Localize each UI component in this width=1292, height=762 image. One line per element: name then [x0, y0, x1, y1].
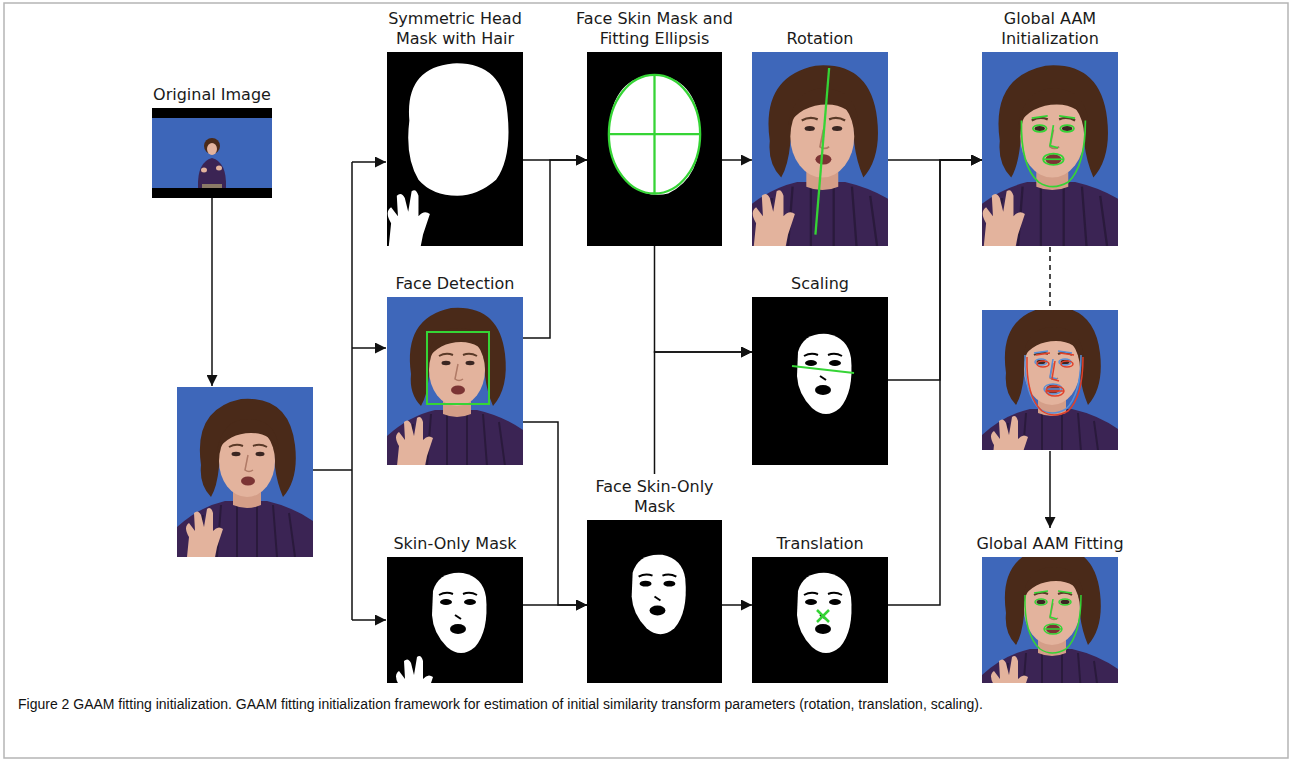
image-panel: Symmetric Head Mask with Hair	[387, 52, 523, 246]
panel-title: Translation	[740, 534, 900, 554]
head-mask	[377, 52, 532, 246]
image-panel: Scaling	[752, 297, 888, 465]
connector-arrow	[888, 159, 982, 161]
title-wrap: Face Detection	[375, 274, 535, 297]
connector-arrow	[523, 159, 587, 161]
title-wrap: Global AAM Initialization	[970, 9, 1130, 52]
cropped-photo	[177, 387, 313, 557]
connector-arrow	[655, 246, 753, 352]
connector-arrow	[888, 160, 982, 380]
connector-arrow	[523, 160, 587, 338]
title-wrap: Translation	[740, 534, 900, 557]
panel-title: Symmetric Head Mask with Hair	[375, 9, 535, 49]
translation-mask	[752, 535, 888, 705]
rotation-photo	[742, 52, 897, 246]
panel-title: Global AAM Initialization	[970, 9, 1130, 49]
image-panel: Translation	[752, 557, 888, 683]
connector-arrow	[523, 604, 587, 606]
panel-title: Rotation	[740, 29, 900, 49]
title-wrap: Global AAM Fitting	[970, 534, 1130, 557]
aam-iteration-photo	[982, 295, 1118, 465]
connector-arrow	[722, 159, 752, 161]
aam-init-photo	[972, 52, 1127, 246]
title-wrap: Face Skin-Only Mask	[575, 477, 735, 520]
panel-title: Skin-Only Mask	[375, 534, 535, 554]
layout-lines	[212, 162, 1050, 620]
panel-title: Face Skin Mask and Fitting Ellipsis	[575, 9, 735, 49]
title-wrap: Face Skin Mask and Fitting Ellipsis	[575, 9, 735, 52]
connector-arrow	[655, 352, 753, 474]
connector-arrow	[722, 604, 752, 606]
panel-title: Global AAM Fitting	[970, 534, 1130, 554]
title-wrap: Scaling	[740, 274, 900, 297]
title-wrap: Original Image	[132, 85, 292, 108]
connector-arrow	[523, 422, 587, 605]
panel-title: Face Skin-Only Mask	[575, 477, 735, 517]
image-panel: Face Skin-Only Mask	[587, 520, 722, 683]
aam-fit-photo	[982, 535, 1118, 705]
image-panel: Face Skin Mask and Fitting Ellipsis	[587, 52, 722, 246]
title-wrap: Rotation	[740, 29, 900, 52]
image-panel: Global AAM Initialization	[982, 52, 1118, 246]
image-panel: Skin-Only Mask	[387, 557, 523, 683]
connector-arrow	[888, 160, 982, 605]
image-panel: Global AAM Fitting	[982, 557, 1118, 683]
face-skin-mask	[587, 517, 722, 686]
title-wrap: Symmetric Head Mask with Hair	[375, 9, 535, 52]
original-photo	[152, 108, 272, 198]
panel-title: Face Detection	[375, 274, 535, 294]
scaling-mask	[752, 296, 888, 466]
image-panel: Rotation	[752, 52, 888, 246]
figure-frame	[4, 3, 1288, 758]
skin-mask	[387, 535, 523, 705]
panel-title: Scaling	[740, 274, 900, 294]
face-detection-photo	[387, 296, 523, 466]
figure-caption: Figure 2 GAAM fitting initialization. GA…	[18, 694, 1274, 714]
image-panel: Face Detection	[387, 297, 523, 465]
title-wrap: Skin-Only Mask	[375, 534, 535, 557]
image-panel: Original Image	[152, 108, 272, 198]
ellipse-mask	[577, 52, 732, 246]
panel-title: Original Image	[132, 85, 292, 105]
